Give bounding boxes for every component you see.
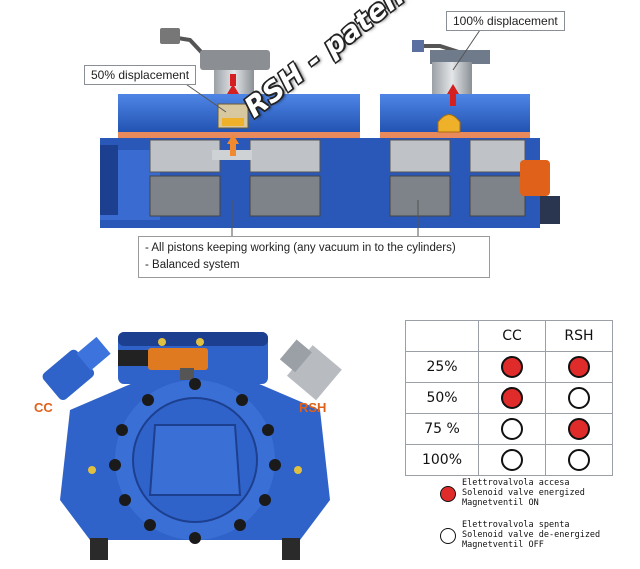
callout-100-displacement: 100% displacement [446, 11, 565, 31]
note-line-1: - All pistons keeping working (any vacuu… [145, 242, 456, 254]
rsh-state-cell [545, 444, 613, 476]
column-header-cc: CC [478, 320, 546, 352]
legend-off-line-it: Elettrovalvola spenta [462, 520, 570, 530]
cc-state-cell [478, 382, 546, 414]
legend-off-line-en: Solenoid valve de-energized [462, 530, 601, 540]
legend-on-text: Elettrovalvola accesa Solenoid valve ene… [462, 478, 585, 508]
solenoid-indicator [568, 418, 590, 440]
table-row: 50% [405, 382, 613, 414]
rsh-state-cell [545, 413, 613, 445]
cutaway-illustration [100, 28, 560, 238]
row-label: 50% [405, 382, 479, 414]
row-label: 75 % [405, 413, 479, 445]
rsh-state-cell [545, 382, 613, 414]
callout-50-displacement: 50% displacement [84, 65, 197, 85]
legend-off-text: Elettrovalvola spenta Solenoid valve de-… [462, 520, 600, 550]
legend-on-line-en: Solenoid valve energized [462, 488, 585, 498]
rsh-state-cell [545, 351, 613, 383]
row-label: 100% [405, 444, 479, 476]
cc-state-cell [478, 351, 546, 383]
table-header-row: CC RSH [405, 320, 613, 352]
left-cylinder-cutaway [100, 28, 380, 228]
solenoid-indicator [568, 449, 590, 471]
label-rsh: RSH [299, 400, 327, 415]
features-note: - All pistons keeping working (any vacuu… [138, 236, 490, 278]
solenoid-indicator [568, 356, 590, 378]
solenoid-indicator [501, 356, 523, 378]
note-line-2: - Balanced system [145, 259, 240, 271]
legend-off-line-de: Magnetventil OFF [462, 540, 544, 550]
compressor-front-view [42, 332, 342, 560]
right-cylinder-cutaway [355, 40, 560, 228]
table-corner-cell [405, 320, 479, 352]
solenoid-indicator [501, 418, 523, 440]
table-row: 25% [405, 351, 613, 383]
legend-off-dot [440, 528, 456, 544]
solenoid-state-table: CC RSH 25% 50% 75 % 100% [405, 320, 613, 476]
solenoid-indicator [568, 387, 590, 409]
row-label: 25% [405, 351, 479, 383]
cc-state-cell [478, 413, 546, 445]
table-row: 100% [405, 444, 613, 476]
solenoid-indicator [501, 387, 523, 409]
legend-on-line-de: Magnetventil ON [462, 498, 539, 508]
label-cc: CC [34, 400, 53, 415]
legend-on-line-it: Elettrovalvola accesa [462, 478, 570, 488]
table-row: 75 % [405, 413, 613, 445]
column-header-rsh: RSH [545, 320, 613, 352]
legend-on-dot [440, 486, 456, 502]
cc-state-cell [478, 444, 546, 476]
solenoid-indicator [501, 449, 523, 471]
